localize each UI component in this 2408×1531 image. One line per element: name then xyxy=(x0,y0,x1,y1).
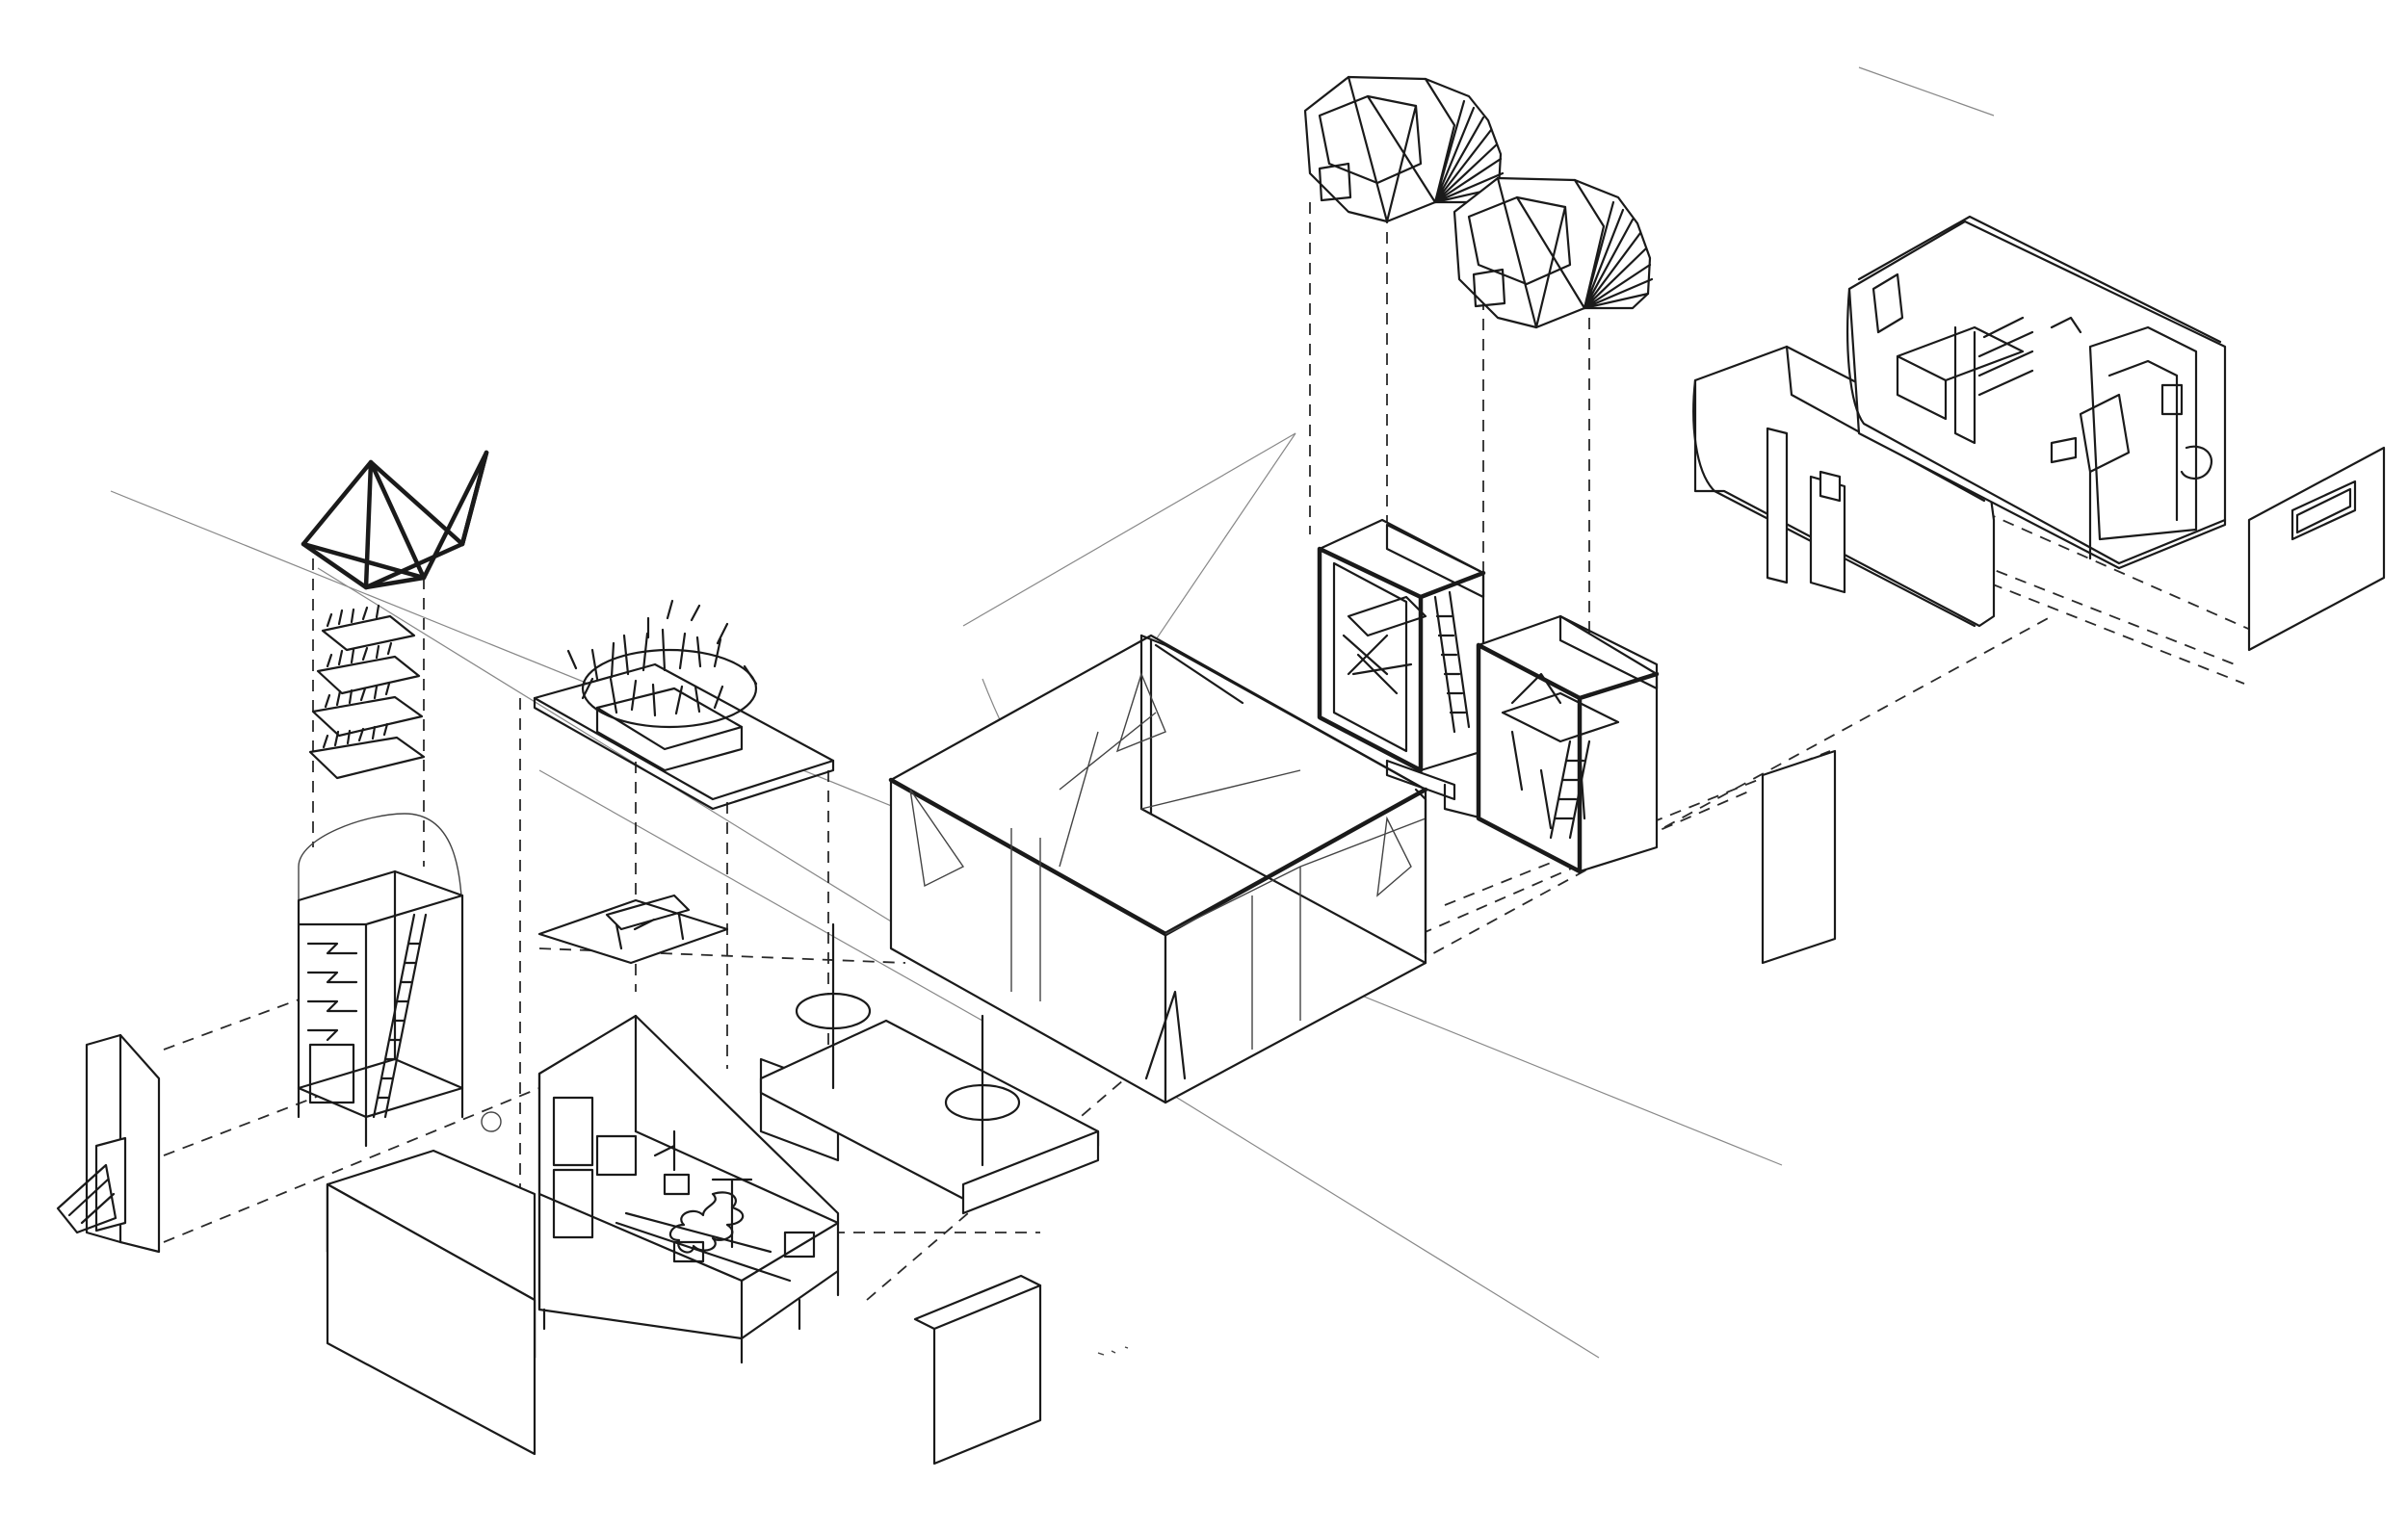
stacked-planter-trays-icon xyxy=(308,604,426,780)
folding-wall-box-icon xyxy=(888,634,1428,1104)
green-roof-slab-icon xyxy=(533,599,835,811)
side-panel-with-staircase-icon xyxy=(56,1033,161,1254)
front-block-panel-icon xyxy=(326,749,1837,1466)
round-tables-icon xyxy=(759,922,1100,1215)
bench-platform-icon xyxy=(537,894,729,965)
end-panel-with-window-icon xyxy=(2247,446,2386,652)
gable-truss-frame-icon xyxy=(301,450,489,590)
arched-stair-module-icon xyxy=(297,813,464,1148)
ladder-desk-module-icon xyxy=(1476,614,1660,874)
bathroom-cabin-shell-icon xyxy=(1692,215,2227,628)
scatter-marks xyxy=(481,1111,1129,1356)
pleated-pod-icon xyxy=(1303,75,1654,329)
